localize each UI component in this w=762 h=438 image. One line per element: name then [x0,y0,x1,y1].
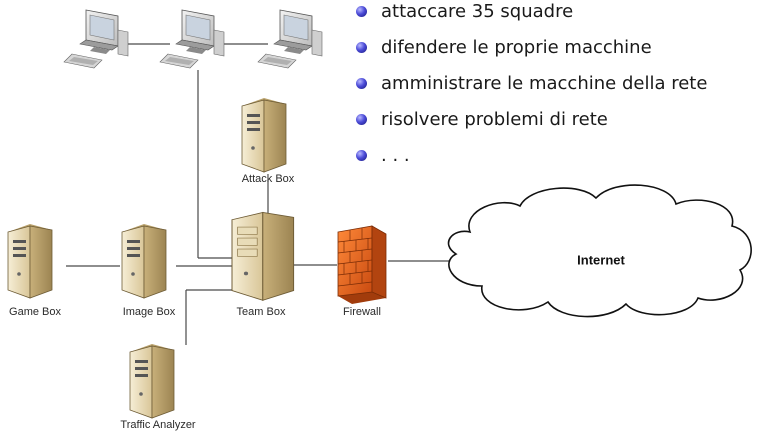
bullet-ball-icon [356,6,367,17]
bullet-text: risolvere problemi di rete [381,109,608,130]
team-box-server-icon [231,211,295,301]
internet-label: Internet [577,252,625,268]
traffic-analyzer-label: Traffic Analyzer [120,419,196,431]
bullet-item: amministrare le macchine della rete [355,66,762,102]
bullet-ball-icon [356,150,367,161]
team-box-label: Team Box [236,306,286,318]
bullet-text: attaccare 35 squadre [381,1,574,22]
bullet-item: risolvere problemi di rete [355,102,762,138]
bullet-text: difendere le proprie macchine [381,37,652,58]
bullet-text: amministrare le macchine della rete [381,73,708,94]
image-box-server-icon [121,223,167,299]
firewall-label: Firewall [343,306,381,318]
game-box-server-icon [7,223,53,299]
bullet-ball-icon [356,42,367,53]
connection-lines [66,43,450,345]
traffic-analyzer-server-icon [129,343,175,419]
bullet-item: attaccare 35 squadre [355,0,762,30]
workstation-icon [257,9,323,69]
bullet-ball-icon [356,78,367,89]
bullet-list: attaccare 35 squadre difendere le propri… [355,0,762,174]
bullet-text: . . . [381,145,410,166]
workstation-icon [63,9,129,69]
attack-box-server-icon [241,97,287,173]
bullet-item: . . . [355,138,762,174]
workstation-icon [159,9,225,69]
game-box-label: Game Box [9,306,61,318]
attack-box-label: Attack Box [241,173,295,185]
bullet-item: difendere le proprie macchine [355,30,762,66]
firewall-icon [337,225,387,304]
image-box-label: Image Box [122,306,176,318]
bullet-ball-icon [356,114,367,125]
internet-cloud-icon [447,184,752,318]
